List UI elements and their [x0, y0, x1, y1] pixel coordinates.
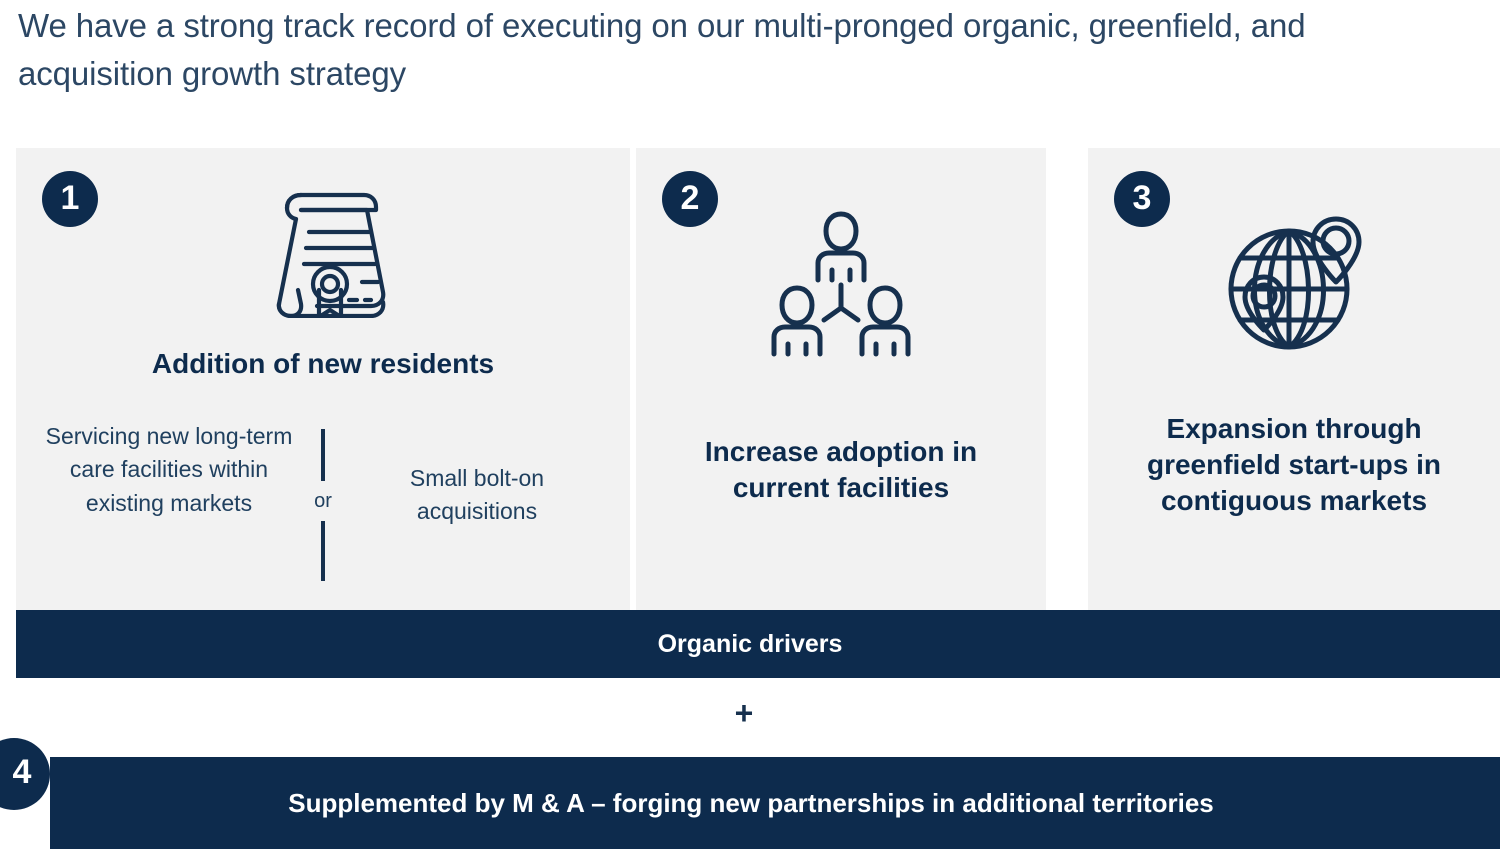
- organic-drivers-bar: Organic drivers: [16, 610, 1500, 678]
- card-title-2: Increase adoption in current facilities: [704, 436, 978, 503]
- card-1-option-right: Small bolt-on acquisitions: [409, 465, 545, 525]
- globe-location-pin-icon: [1088, 204, 1500, 354]
- strategy-card-2: 2: [636, 148, 1046, 610]
- strategy-card-1: 1: [16, 148, 630, 610]
- or-divider-line-bottom: [321, 521, 325, 581]
- plus-icon: +: [734, 695, 754, 731]
- card-1-option-left: Servicing new long-term care facilities …: [45, 423, 293, 516]
- or-label: or: [314, 490, 332, 512]
- strategy-card-3: 3: [1088, 148, 1500, 610]
- card-number-label: 2: [680, 179, 700, 217]
- strategy-cards-row: 1: [0, 148, 1500, 610]
- card-title-1: Addition of new residents: [151, 348, 495, 379]
- organic-drivers-label: Organic drivers: [657, 629, 843, 658]
- card-number-badge-2: 2: [662, 171, 718, 227]
- card-number-label: 4: [12, 753, 32, 791]
- card-title-3: Expansion through greenfield start-ups i…: [1146, 413, 1442, 516]
- people-group-icon: [636, 208, 1046, 358]
- card-number-label: 3: [1132, 179, 1152, 217]
- card-1-or-connector: or: [294, 410, 352, 600]
- card-number-label: 1: [60, 179, 80, 217]
- certificate-scroll-icon: [16, 178, 630, 318]
- supplemented-by-ma-label: Supplemented by M & A – forging new part…: [288, 787, 1214, 818]
- supplemented-by-ma-bar: Supplemented by M & A – forging new part…: [50, 757, 1500, 849]
- page-title: We have a strong track record of executi…: [18, 7, 1306, 92]
- card-1-split: Servicing new long-term care facilities …: [16, 410, 630, 610]
- card-number-badge-4: 4: [0, 738, 50, 810]
- card-number-badge-1: 1: [42, 171, 98, 227]
- or-divider-line-top: [321, 429, 325, 481]
- card-number-badge-3: 3: [1114, 171, 1170, 227]
